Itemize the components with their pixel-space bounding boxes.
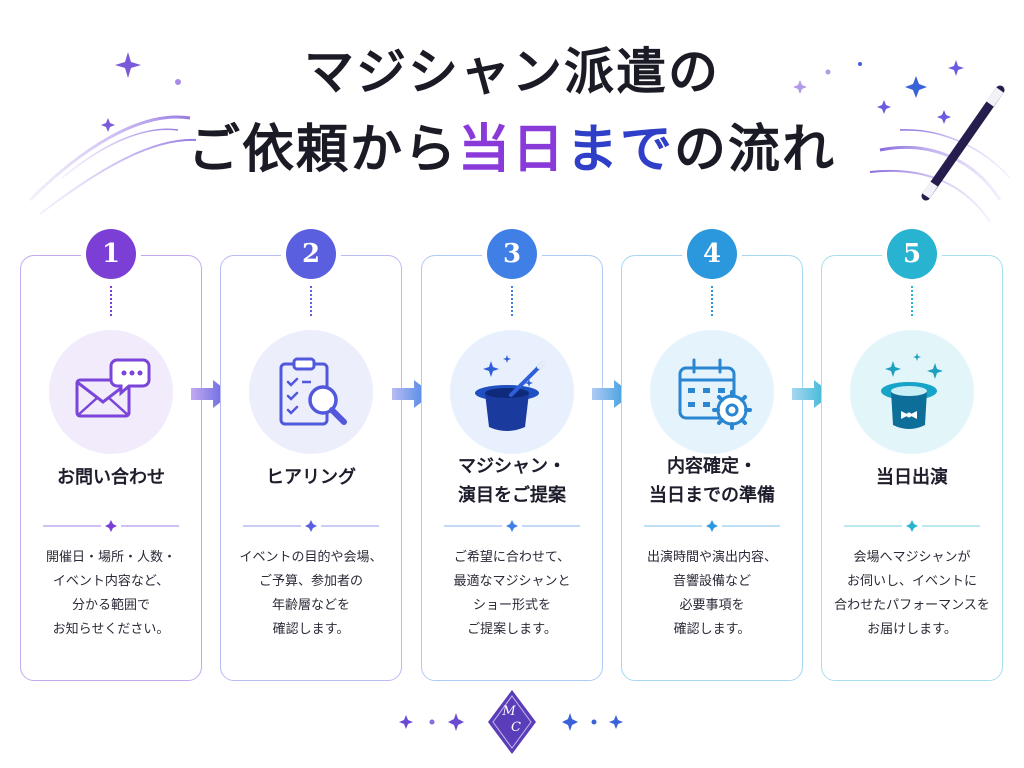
step-title: ヒアリング bbox=[220, 463, 402, 492]
step-number-badge: 4 bbox=[687, 229, 737, 279]
step-description-line: ショー形式を bbox=[472, 598, 551, 613]
step-description-line: 必要事項を bbox=[679, 598, 745, 613]
calendar-gear-icon bbox=[670, 350, 754, 434]
step-title-line: ヒアリング bbox=[266, 467, 356, 488]
step-number-badge: 1 bbox=[86, 229, 136, 279]
step-description-line: 音響設備など bbox=[672, 574, 751, 589]
step-title-line: お問い合わせ bbox=[57, 467, 165, 488]
monogram-top: M bbox=[502, 704, 516, 719]
step-description-line: イベントの目的や会場、 bbox=[239, 550, 383, 565]
dotted-connector bbox=[310, 286, 312, 316]
step-description-line: 会場へマジシャンが bbox=[853, 550, 971, 565]
step-title: 内容確定・当日までの準備 bbox=[621, 452, 803, 510]
step-description-line: 確認します。 bbox=[673, 622, 751, 637]
dotted-connector bbox=[911, 286, 913, 316]
page-title-line1: マジシャン派遣の bbox=[304, 43, 720, 101]
step-icon-circle bbox=[249, 330, 373, 454]
step-description: 開催日・場所・人数・イベント内容など、分かる範囲でお知らせください。 bbox=[20, 546, 202, 642]
step-card-4 bbox=[621, 255, 803, 681]
step-number-badge: 5 bbox=[887, 229, 937, 279]
step-title: マジシャン・演目をご提案 bbox=[421, 452, 603, 510]
step-description-line: 合わせたパフォーマンスを bbox=[834, 598, 990, 613]
title-highlight-2: まで bbox=[566, 120, 675, 180]
step-card-5 bbox=[821, 255, 1003, 681]
step-number-badge: 3 bbox=[487, 229, 537, 279]
step-title-line: 当日までの準備 bbox=[649, 485, 775, 506]
step-separator bbox=[844, 518, 980, 532]
clipboard-magnifier-icon bbox=[269, 350, 353, 434]
step-icon-circle bbox=[49, 330, 173, 454]
step-icon-circle bbox=[850, 330, 974, 454]
step-description-line: イベント内容など、 bbox=[52, 574, 170, 589]
step-description: 会場へマジシャンがお伺いし、イベントに合わせたパフォーマンスをお届けします。 bbox=[821, 546, 1003, 642]
title-segment-1: ご依頼から bbox=[187, 120, 458, 180]
step-icon-circle bbox=[450, 330, 574, 454]
dotted-connector bbox=[511, 286, 513, 316]
step-card-2 bbox=[220, 255, 402, 681]
top-hat-bowtie-icon bbox=[867, 347, 957, 437]
step-description-line: 出演時間や演出内容、 bbox=[646, 550, 777, 565]
step-description-line: 最適なマジシャンと bbox=[453, 574, 571, 589]
step-number-badge: 2 bbox=[286, 229, 336, 279]
step-description-line: ご予算、参加者の bbox=[258, 574, 363, 589]
envelope-chat-icon bbox=[69, 350, 153, 434]
step-description-line: 分かる範囲で bbox=[71, 598, 150, 613]
title-highlight-1: 当日 bbox=[457, 120, 566, 180]
dotted-connector bbox=[711, 286, 713, 316]
step-description-line: 開催日・場所・人数・ bbox=[45, 550, 176, 565]
monogram-bottom: C bbox=[511, 720, 521, 735]
magic-hat-wand-icon bbox=[467, 347, 557, 437]
step-description-line: お届けします。 bbox=[867, 622, 957, 637]
step-icon-circle bbox=[650, 330, 774, 454]
step-description: 出演時間や演出内容、音響設備など必要事項を確認します。 bbox=[621, 546, 803, 642]
step-separator bbox=[243, 518, 379, 532]
monogram-text: M C bbox=[492, 704, 532, 736]
page-title-line2: ご依頼から当日までの流れ bbox=[0, 118, 1024, 182]
step-title-line: 内容確定・ bbox=[667, 456, 757, 477]
step-title: 当日出演 bbox=[821, 463, 1003, 492]
step-description-line: お知らせください。 bbox=[52, 622, 170, 637]
step-separator bbox=[43, 518, 179, 532]
step-card-3 bbox=[421, 255, 603, 681]
step-title-line: 当日出演 bbox=[876, 467, 948, 488]
step-title: お問い合わせ bbox=[20, 463, 202, 492]
step-description-line: 年齢層などを bbox=[271, 598, 350, 613]
step-separator bbox=[644, 518, 780, 532]
title-segment-2: の流れ bbox=[674, 120, 837, 180]
step-description-line: ご希望に合わせて、 bbox=[453, 550, 571, 565]
dotted-connector bbox=[110, 286, 112, 316]
step-title-line: 演目をご提案 bbox=[458, 485, 566, 506]
step-description: ご希望に合わせて、最適なマジシャンとショー形式をご提案します。 bbox=[421, 546, 603, 642]
step-description-line: ご提案します。 bbox=[467, 622, 557, 637]
step-description-line: 確認します。 bbox=[272, 622, 350, 637]
step-description-line: お伺いし、イベントに bbox=[846, 574, 977, 589]
step-title-line: マジシャン・ bbox=[458, 456, 566, 477]
step-description: イベントの目的や会場、ご予算、参加者の年齢層などを確認します。 bbox=[220, 546, 402, 642]
step-separator bbox=[444, 518, 580, 532]
